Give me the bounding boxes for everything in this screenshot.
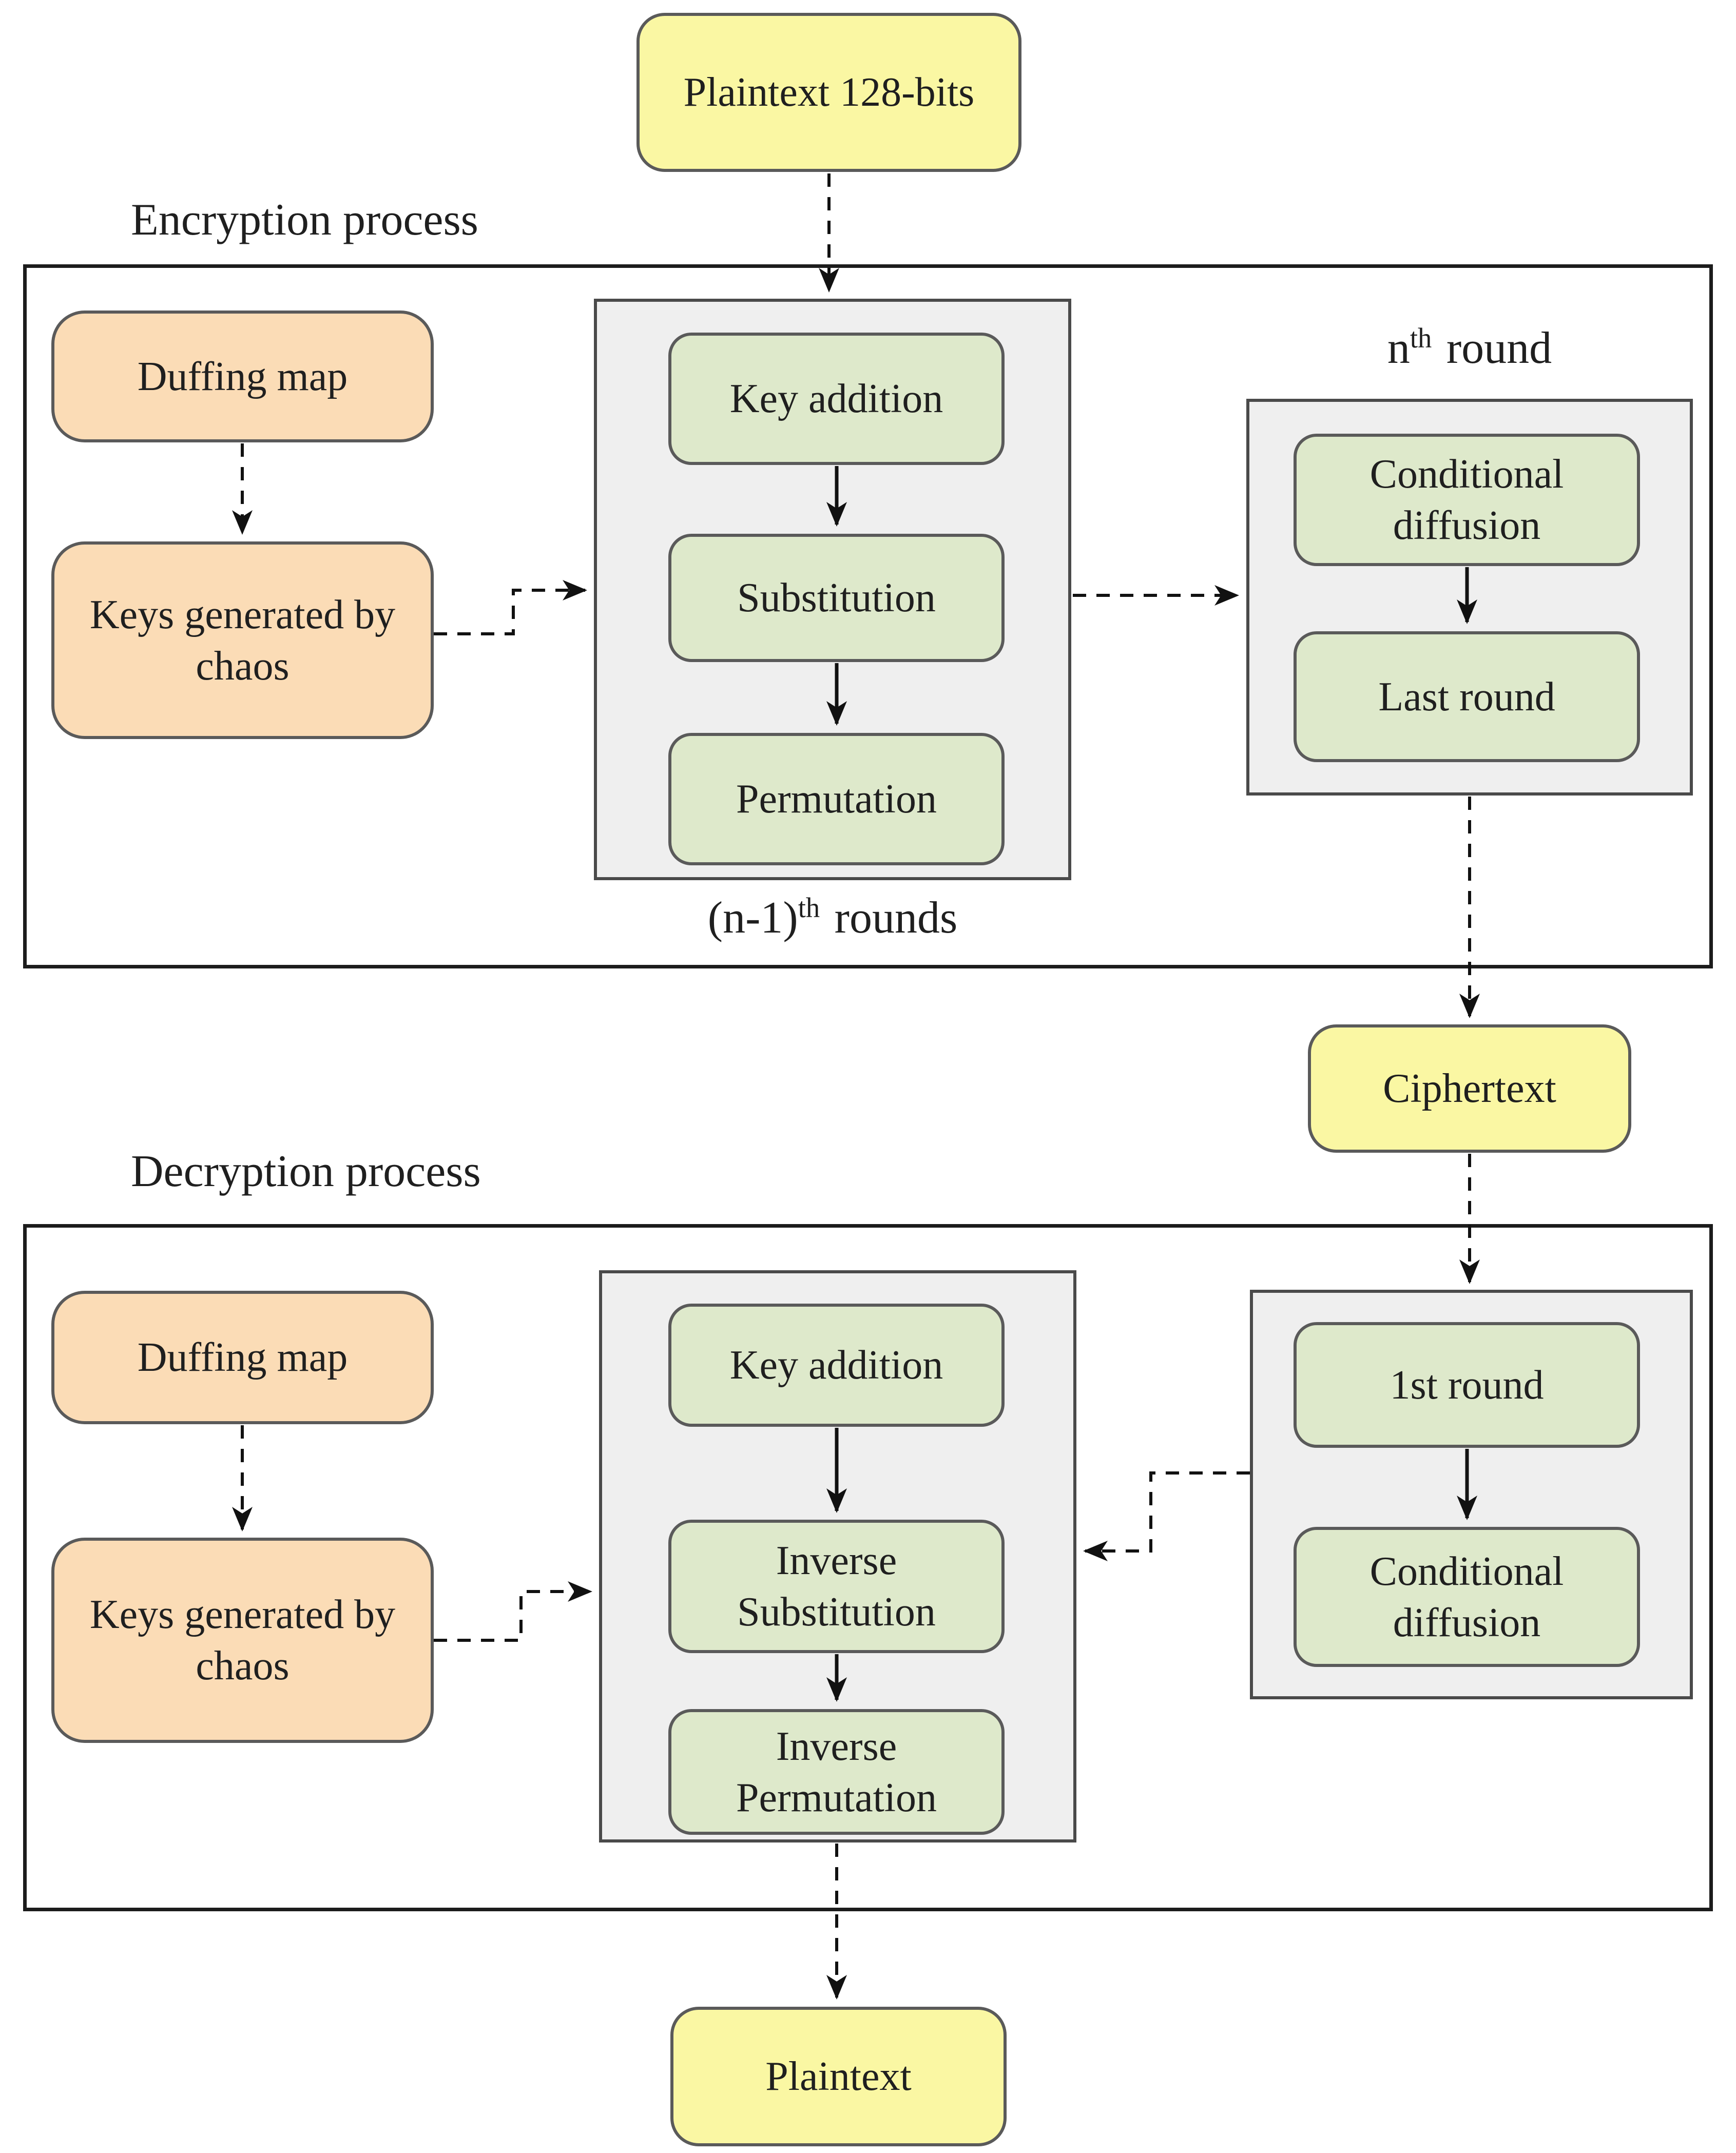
node-last-round-enc: Last round xyxy=(1294,631,1640,762)
node-permutation-enc-label: Permutation xyxy=(736,777,937,822)
node-duffing-map-dec-label: Duffing map xyxy=(137,1335,348,1380)
node-conditional-diffusion-enc: Conditional diffusion xyxy=(1294,434,1640,566)
node-key-addition-dec-label: Key addition xyxy=(729,1343,943,1388)
node-key-addition-dec: Key addition xyxy=(668,1304,1005,1427)
node-conditional-diffusion-dec: Conditional diffusion xyxy=(1294,1527,1640,1667)
node-plaintext-out: Plaintext xyxy=(670,2007,1007,2146)
node-duffing-map-enc-label: Duffing map xyxy=(137,354,348,399)
node-duffing-map-enc: Duffing map xyxy=(51,311,434,442)
node-key-addition-enc: Key addition xyxy=(668,333,1005,465)
node-key-addition-enc-label: Key addition xyxy=(729,376,943,421)
node-inverse-permutation-label: Inverse Permutation xyxy=(736,1723,937,1820)
node-plaintext-out-label: Plaintext xyxy=(765,2054,912,2099)
node-keys-chaos-dec-label: Keys generated by chaos xyxy=(89,1592,396,1689)
encryption-outer-box xyxy=(23,264,1713,968)
node-substitution-enc-label: Substitution xyxy=(737,575,936,620)
node-plaintext-128-label: Plaintext 128-bits xyxy=(683,70,975,115)
node-inverse-substitution-label: Inverse Substitution xyxy=(737,1538,936,1635)
node-substitution-enc: Substitution xyxy=(668,534,1005,662)
caption-sup: th xyxy=(798,891,820,923)
decryption-title-text: Decryption process xyxy=(131,1147,481,1196)
node-inverse-substitution: Inverse Substitution xyxy=(668,1520,1005,1653)
caption-base: (n-1) xyxy=(707,893,798,943)
decryption-outer-box xyxy=(23,1224,1713,1911)
node-permutation-enc: Permutation xyxy=(668,733,1005,865)
node-inverse-permutation: Inverse Permutation xyxy=(668,1709,1005,1835)
node-conditional-diffusion-dec-label: Conditional diffusion xyxy=(1369,1548,1564,1645)
node-duffing-map-dec: Duffing map xyxy=(51,1291,434,1424)
node-ciphertext: Ciphertext xyxy=(1308,1024,1631,1153)
node-keys-chaos-dec: Keys generated by chaos xyxy=(51,1538,434,1743)
node-keys-chaos-enc-label: Keys generated by chaos xyxy=(89,592,396,689)
node-keys-chaos-enc: Keys generated by chaos xyxy=(51,541,434,739)
nth-sup: th xyxy=(1410,322,1432,354)
encryption-title-text: Encryption process xyxy=(131,195,478,245)
nth-rest: round xyxy=(1435,323,1552,373)
caption-rest: rounds xyxy=(823,893,958,943)
node-conditional-diffusion-enc-label: Conditional diffusion xyxy=(1369,452,1564,548)
node-1st-round-label: 1st round xyxy=(1390,1362,1544,1408)
node-ciphertext-label: Ciphertext xyxy=(1383,1066,1556,1111)
node-last-round-enc-label: Last round xyxy=(1378,674,1555,720)
encryption-section-title: Encryption process xyxy=(131,194,478,246)
n-minus-1-rounds-caption: (n-1)th rounds xyxy=(594,892,1071,944)
node-plaintext-128: Plaintext 128-bits xyxy=(636,13,1021,172)
nth-base: n xyxy=(1387,323,1410,373)
nth-round-caption: nth round xyxy=(1246,322,1693,374)
decryption-section-title: Decryption process xyxy=(131,1146,481,1197)
node-1st-round: 1st round xyxy=(1294,1322,1640,1448)
